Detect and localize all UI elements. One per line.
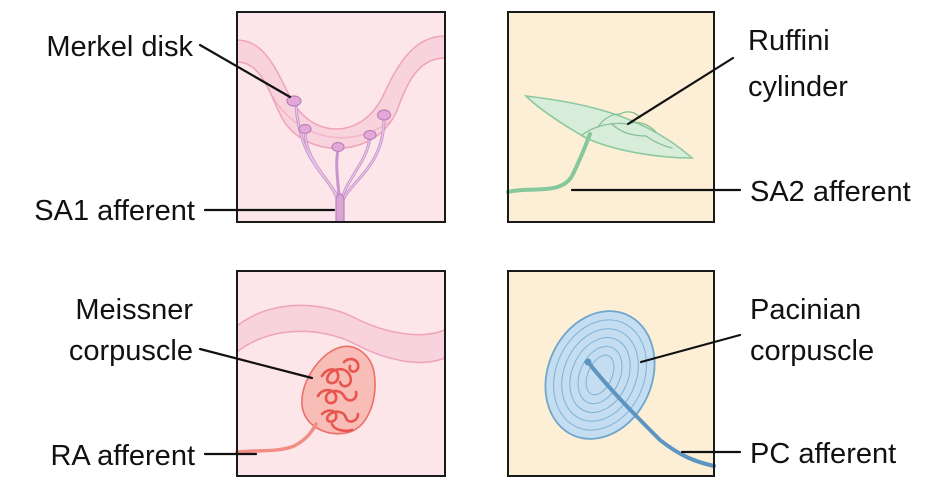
sa1-afferent-label: SA1 afferent xyxy=(34,195,195,227)
pacinian-panel xyxy=(508,271,714,476)
ra-afferent-label: RA afferent xyxy=(50,440,195,472)
pacinian-nerve-ending xyxy=(585,359,592,366)
merkel-panel xyxy=(237,12,445,222)
meissner-label-line1: Meissner xyxy=(75,294,193,326)
labels: Merkel disk SA1 afferent Ruffini cylinde… xyxy=(34,25,910,472)
meissner-panel xyxy=(237,271,445,476)
meissner-label-line2: corpuscle xyxy=(69,335,193,367)
pacinian-label-line2: corpuscle xyxy=(750,335,874,367)
ruffini-label-line2: cylinder xyxy=(748,71,848,103)
sa1-afferent-fiber xyxy=(336,194,344,222)
ruffini-label-line1: Ruffini xyxy=(748,25,830,57)
merkel-disk-label: Merkel disk xyxy=(46,31,193,63)
sa2-afferent-label: SA2 afferent xyxy=(750,176,911,208)
pc-afferent-label: PC afferent xyxy=(750,438,896,470)
merkel-panel-background xyxy=(237,12,445,222)
pacinian-label-line1: Pacinian xyxy=(750,294,861,326)
